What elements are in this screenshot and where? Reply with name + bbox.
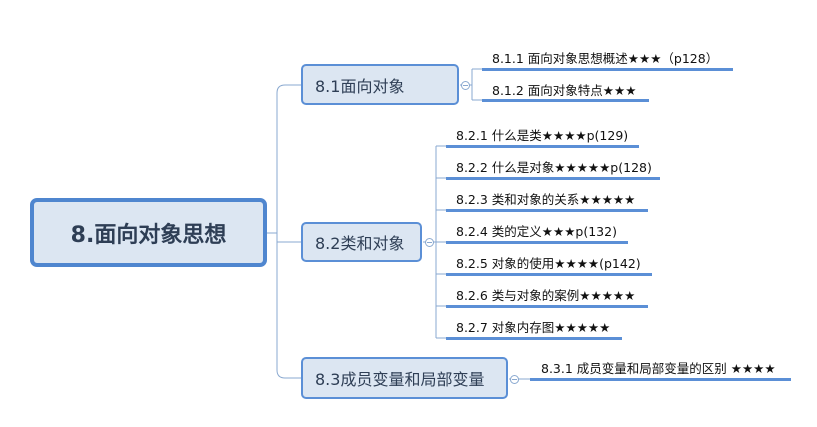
leaf-node[interactable]: 8.2.4 类的定义★★★p(132) [456, 224, 617, 239]
leaf-node[interactable]: 8.2.5 对象的使用★★★★(p142) [456, 256, 641, 271]
leaf-underline [446, 145, 639, 148]
leaf-underline [446, 177, 660, 180]
leaf-underline [446, 305, 648, 308]
leaf-node[interactable]: 8.2.1 什么是类★★★★p(129) [456, 128, 629, 143]
collapse-toggle-icon[interactable] [425, 238, 434, 247]
leaf-underline [530, 378, 791, 381]
collapse-toggle-icon[interactable] [461, 81, 470, 90]
leaf-node[interactable]: 8.2.3 类和对象的关系★★★★★ [456, 192, 636, 207]
branch-node-8-1[interactable]: 8.1面向对象 [301, 64, 459, 105]
branch-node-8-2[interactable]: 8.2类和对象 [301, 222, 422, 262]
branch-node-8-3[interactable]: 8.3成员变量和局部变量 [301, 357, 508, 399]
leaf-node[interactable]: 8.1.1 面向对象思想概述★★★（p128） [492, 51, 719, 66]
leaf-underline [446, 273, 652, 276]
leaf-node[interactable]: 8.2.2 什么是对象★★★★★p(128) [456, 160, 652, 175]
leaf-underline [482, 99, 649, 102]
leaf-node[interactable]: 8.2.7 对象内存图★★★★★ [456, 320, 611, 335]
leaf-underline [446, 241, 628, 244]
leaf-underline [482, 68, 733, 71]
leaf-underline [446, 209, 648, 212]
root-node[interactable]: 8.面向对象思想 [30, 198, 267, 267]
collapse-toggle-icon[interactable] [510, 375, 519, 384]
leaf-node[interactable]: 8.3.1 成员变量和局部变量的区别 ★★★★ [541, 361, 776, 376]
leaf-node[interactable]: 8.2.6 类与对象的案例★★★★★ [456, 288, 636, 303]
leaf-node[interactable]: 8.1.2 面向对象特点★★★ [492, 83, 637, 98]
leaf-underline [446, 337, 622, 340]
